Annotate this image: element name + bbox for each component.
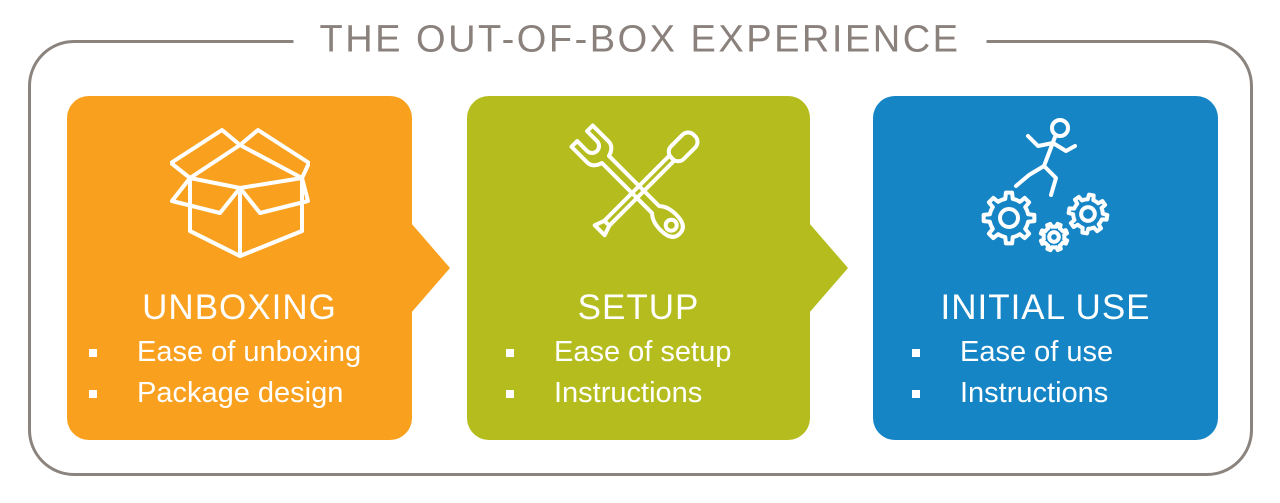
stage-bullet-list: Ease of setup Instructions — [467, 332, 810, 414]
square-bullet-icon — [89, 348, 97, 357]
list-item-label: Ease of unboxing — [137, 336, 362, 368]
square-bullet-icon — [506, 348, 514, 357]
square-bullet-icon — [89, 389, 97, 398]
gear-icon — [1064, 190, 1111, 237]
list-item: Instructions — [506, 373, 810, 414]
stage-card-unboxing: UNBOXING Ease of unboxing Package design — [67, 96, 450, 440]
list-item: Package design — [89, 373, 412, 414]
list-item: Ease of setup — [506, 332, 810, 373]
next-stage-arrow — [809, 223, 848, 313]
stage-icon-wrap — [67, 110, 412, 270]
stage-card-initial-use: INITIAL USE Ease of use Instructions — [873, 96, 1218, 440]
diagram-title: THE OUT-OF-BOX EXPERIENCE — [293, 18, 987, 62]
running-person-icon — [1013, 117, 1077, 197]
runner-gears-icon — [981, 117, 1111, 255]
list-item: Instructions — [912, 373, 1218, 414]
stage-title: INITIAL USE — [940, 288, 1151, 327]
open-box-icon — [169, 127, 310, 258]
gear-icon — [1035, 218, 1072, 255]
gear-icon — [981, 190, 1036, 245]
list-item: Ease of unboxing — [89, 332, 412, 373]
stage-icon-wrap — [873, 110, 1218, 270]
stage-title: UNBOXING — [142, 288, 337, 327]
list-item-label: Instructions — [554, 377, 703, 409]
next-stage-arrow — [411, 223, 450, 313]
stage-title: SETUP — [577, 288, 700, 327]
square-bullet-icon — [912, 389, 920, 398]
stage-icon-wrap — [467, 110, 810, 270]
wrench-screwdriver-icon — [569, 123, 700, 239]
stage-card-setup: SETUP Ease of setup Instructions — [467, 96, 848, 440]
list-item: Ease of use — [912, 332, 1218, 373]
list-item-label: Ease of setup — [554, 336, 732, 368]
square-bullet-icon — [912, 348, 920, 357]
square-bullet-icon — [506, 389, 514, 398]
list-item-label: Instructions — [960, 377, 1109, 409]
stage-bullet-list: Ease of use Instructions — [873, 332, 1218, 414]
list-item-label: Package design — [137, 377, 344, 409]
list-item-label: Ease of use — [960, 336, 1114, 368]
stage-bullet-list: Ease of unboxing Package design — [67, 332, 412, 414]
